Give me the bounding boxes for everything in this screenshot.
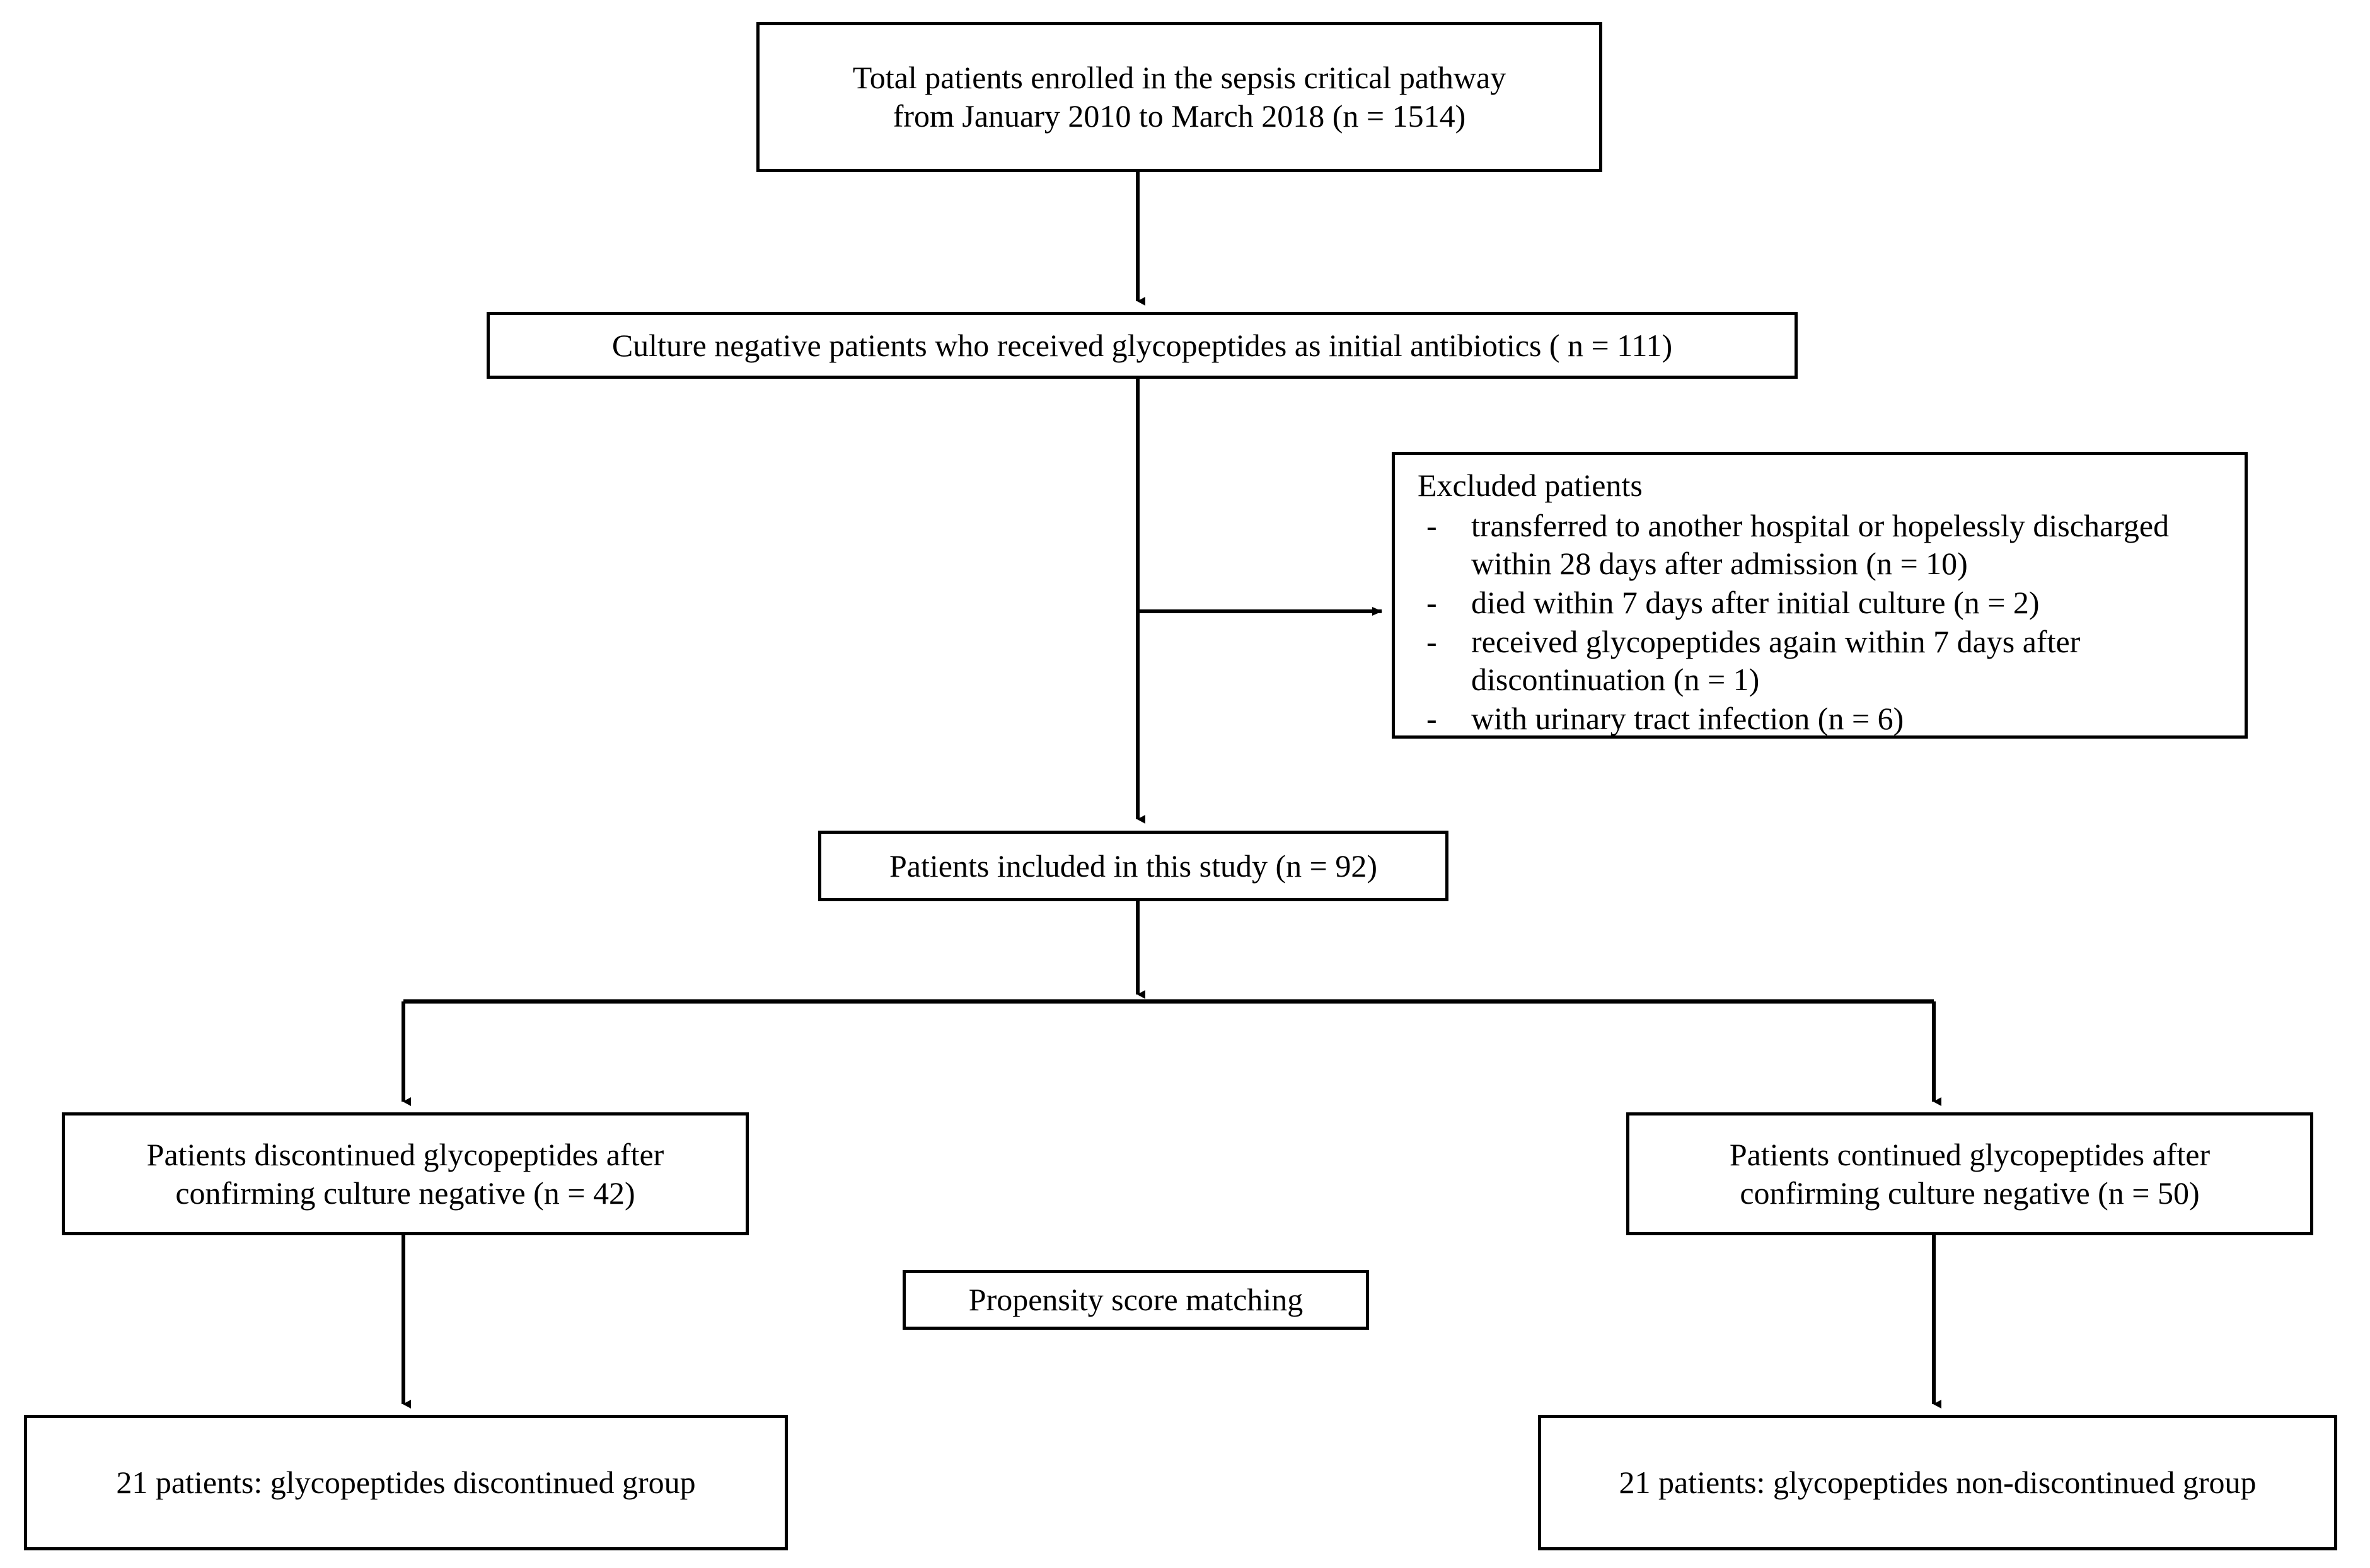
edge-included-split (402, 901, 1941, 1106)
excluded-list-item-text: died within 7 days after initial culture… (1471, 585, 2040, 620)
excluded-list-item-text: transferred to another hospital or hopel… (1471, 508, 2170, 581)
node-patients-included: Patients included in this study (n = 92) (818, 831, 1448, 901)
node-non-discontinued-group-label: 21 patients: glycopeptides non-discontin… (1619, 1465, 2257, 1500)
node-propensity-score-matching-label: Propensity score matching (968, 1282, 1304, 1317)
excluded-list-item: - died within 7 days after initial cultu… (1411, 584, 2228, 621)
node-culture-negative-label: Culture negative patients who received g… (611, 327, 1673, 363)
list-bullet-icon: - (1426, 701, 1437, 736)
excluded-list-item: - with urinary tract infection (n = 6) (1411, 700, 2228, 737)
excluded-patients-title: Excluded patients (1418, 468, 1643, 503)
excluded-patients-list: - transferred to another hospital or hop… (1411, 507, 2228, 737)
node-discontinued-group: 21 patients: glycopeptides discontinued … (24, 1415, 788, 1550)
node-non-discontinued-group: 21 patients: glycopeptides non-discontin… (1538, 1415, 2337, 1550)
node-discontinued-label: Patients discontinued glycopeptides afte… (146, 1136, 664, 1211)
node-discontinued-group-label: 21 patients: glycopeptides discontinued … (116, 1465, 696, 1500)
node-total-enrolled-label: Total patients enrolled in the sepsis cr… (852, 60, 1506, 134)
excluded-list-item: - transferred to another hospital or hop… (1411, 507, 2228, 582)
node-patients-included-label: Patients included in this study (n = 92) (889, 848, 1377, 884)
node-continued-label: Patients continued glycopeptides after c… (1729, 1136, 2211, 1211)
excluded-list-item-text: with urinary tract infection (n = 6) (1471, 701, 1904, 736)
node-continued: Patients continued glycopeptides after c… (1626, 1112, 2313, 1235)
node-culture-negative: Culture negative patients who received g… (487, 312, 1798, 379)
node-excluded-patients: Excluded patients - transferred to anoth… (1392, 452, 2248, 739)
node-propensity-score-matching: Propensity score matching (903, 1270, 1369, 1330)
excluded-list-item-text: received glycopeptides again within 7 da… (1471, 624, 2081, 697)
list-bullet-icon: - (1426, 624, 1437, 659)
node-total-enrolled: Total patients enrolled in the sepsis cr… (756, 22, 1602, 172)
node-discontinued: Patients discontinued glycopeptides afte… (62, 1112, 749, 1235)
excluded-list-item: - received glycopeptides again within 7 … (1411, 623, 2228, 698)
list-bullet-icon: - (1426, 508, 1437, 543)
list-bullet-icon: - (1426, 585, 1437, 620)
